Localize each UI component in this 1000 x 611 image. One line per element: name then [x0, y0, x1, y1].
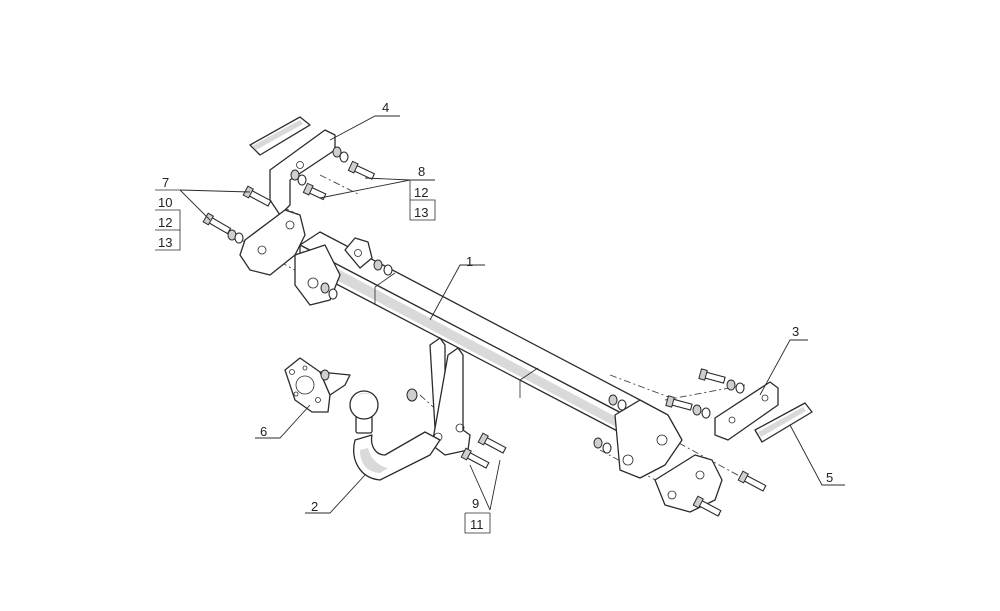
part-6-socket-plate	[284, 357, 351, 413]
callout-right-12: 12	[414, 185, 428, 200]
callout-9: 9	[472, 496, 479, 511]
part-2-towball	[349, 390, 441, 481]
callout-8: 8	[418, 164, 425, 179]
callout-4: 4	[382, 100, 389, 115]
leader-lines	[179, 115, 845, 514]
callout-6: 6	[260, 424, 267, 439]
callout-2: 2	[311, 499, 318, 514]
callout-3: 3	[792, 324, 799, 339]
fastener-bolts	[202, 160, 767, 517]
part-5-strip-plate	[754, 402, 813, 443]
callout-bottom-11: 11	[470, 517, 484, 532]
callout-7: 7	[162, 175, 169, 190]
callout-1: 1	[466, 254, 473, 269]
callout-boxes	[155, 179, 491, 534]
callout-left-12: 12	[158, 215, 172, 230]
part-3-right-bracket	[654, 381, 779, 513]
callout-right-13: 13	[414, 205, 428, 220]
callout-left-10: 10	[158, 195, 172, 210]
part-1-crossbar	[294, 231, 683, 479]
callout-5: 5	[826, 470, 833, 485]
fastener-nuts-washers	[227, 146, 745, 454]
neck-bracket	[429, 337, 471, 456]
callout-left-13: 13	[158, 235, 172, 250]
